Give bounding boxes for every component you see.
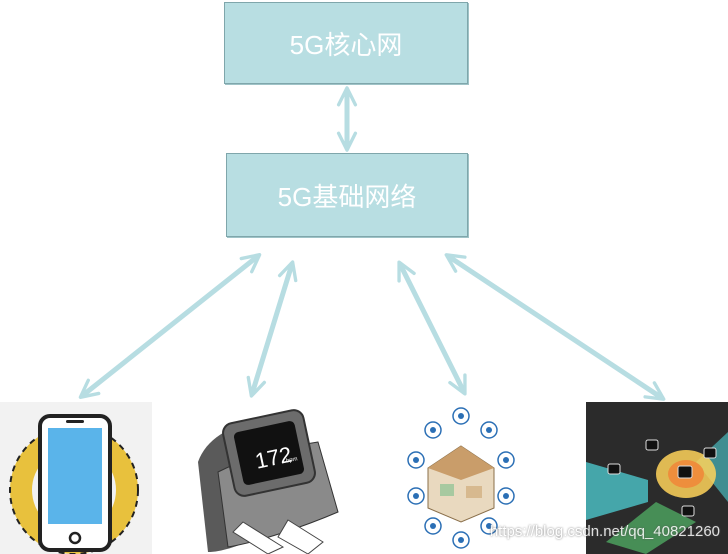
- arrow-base-watch: [246, 260, 298, 398]
- smartphone-image: [0, 402, 152, 554]
- base-network-node: 5G基础网络: [226, 153, 468, 237]
- arrow-base-phone: [78, 253, 262, 399]
- watch-reading-unit: bpm: [286, 456, 299, 464]
- base-network-label: 5G基础网络: [277, 181, 417, 212]
- smartwatch-image: 172 bpm: [188, 402, 340, 554]
- core-network-node: 5G核心网: [224, 2, 468, 84]
- vehicle-sensors-image: [586, 402, 728, 554]
- watermark-text: https://blog.csdn.net/qq_40821260: [489, 523, 720, 540]
- arrow-base-car: [444, 253, 666, 401]
- smart-home-image: [396, 402, 526, 554]
- arrow-base-home: [397, 260, 467, 396]
- core-network-label: 5G核心网: [289, 29, 403, 60]
